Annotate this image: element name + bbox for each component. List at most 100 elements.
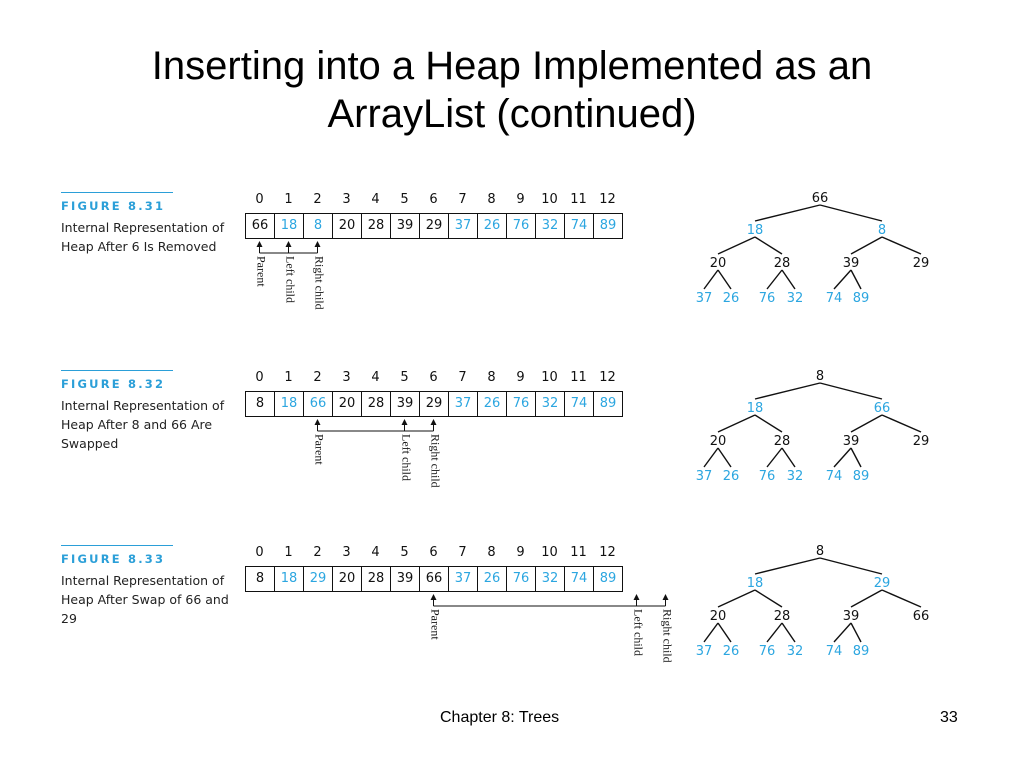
array-cell: 89 [599, 218, 617, 233]
tree-edge [754, 589, 783, 608]
tree-edge [881, 236, 922, 255]
array-index: 5 [400, 192, 409, 207]
tree-node: 66 [874, 401, 891, 416]
pointer-label: Right child [312, 256, 327, 310]
pointer-arrowhead [314, 241, 321, 247]
array-index: 11 [570, 192, 587, 207]
array-cell: 37 [449, 392, 478, 416]
array-index: 12 [599, 192, 616, 207]
array-index: 1 [284, 192, 293, 207]
array-cell: 89 [599, 571, 617, 586]
array-index: 4 [371, 370, 380, 385]
figure-caption: Internal Representation of Heap After 6 … [61, 220, 225, 254]
tree-node: 74 [826, 469, 843, 484]
array-index: 8 [487, 370, 496, 385]
tree-node: 76 [759, 469, 776, 484]
array-cell: 18 [275, 392, 304, 416]
tree-node: 37 [696, 291, 713, 306]
tree-edge [717, 414, 756, 433]
array-index: 2 [313, 370, 322, 385]
title-line-2: ArrayList (continued) [327, 92, 697, 136]
array-cell: 76 [507, 392, 536, 416]
tree-edge [819, 382, 883, 400]
figure-8-33: FIGURE 8.33 Internal Representation of H… [0, 544, 1024, 715]
pointer-arrowhead [430, 419, 437, 425]
array-cell: 66 [246, 214, 275, 238]
array-index: 2 [313, 192, 322, 207]
tree-node: 66 [913, 609, 930, 624]
array-cell: 74 [565, 214, 594, 238]
array-index: 11 [570, 370, 587, 385]
tree-node: 20 [710, 609, 727, 624]
tree-node: 76 [759, 644, 776, 659]
tree-edge [850, 589, 883, 608]
tree-node: 18 [747, 223, 764, 238]
tree-edge [754, 204, 821, 222]
array-index: 9 [516, 545, 525, 560]
array-index: 10 [541, 192, 558, 207]
tree-node: 26 [723, 291, 740, 306]
array-index: 3 [342, 192, 351, 207]
array-index: 6 [429, 192, 438, 207]
pointer-arrowhead [256, 241, 263, 247]
array-index: 7 [458, 545, 467, 560]
tree-edge [850, 414, 883, 433]
tree-node: 28 [774, 256, 791, 271]
array-cell: 28 [362, 567, 391, 591]
pointer-arrows [314, 419, 437, 432]
tree-edge [781, 269, 796, 290]
array-cell: 89 [599, 396, 617, 411]
pointer-label: Parent [312, 434, 327, 465]
array-cell: 18 [275, 567, 304, 591]
array-index: 3 [342, 370, 351, 385]
tree-edge [781, 622, 796, 643]
tree-node: 29 [913, 256, 930, 271]
array-cell: 29 [420, 214, 449, 238]
array-cell: 18 [275, 214, 304, 238]
tree-node: 74 [826, 644, 843, 659]
tree-edge [754, 557, 821, 575]
array-cell: 66 [304, 392, 333, 416]
pointer-label: Parent [254, 256, 269, 287]
figure-8-32: FIGURE 8.32 Internal Representation of H… [0, 369, 1024, 540]
tree-edge [850, 447, 862, 468]
array-cell: 20 [333, 392, 362, 416]
array-index: 10 [541, 545, 558, 560]
array-index: 6 [429, 545, 438, 560]
pointer-label: Right child [428, 434, 443, 488]
tree-node: 39 [843, 434, 860, 449]
array-cell: 8 [246, 567, 275, 591]
array-index: 0 [255, 370, 264, 385]
tree-edge [717, 589, 756, 608]
pointer-arrowhead [314, 419, 321, 425]
array-index: 9 [516, 192, 525, 207]
tree-node: 26 [723, 469, 740, 484]
array-cell: 76 [507, 214, 536, 238]
array-cell: 74 [565, 567, 594, 591]
array-index: 2 [313, 545, 322, 560]
array-cell: 29 [304, 567, 333, 591]
tree-node: 39 [843, 609, 860, 624]
tree-edge [850, 269, 862, 290]
tree-node: 37 [696, 469, 713, 484]
tree-edge [703, 622, 719, 643]
array-index: 5 [400, 545, 409, 560]
figure-8-31: FIGURE 8.31 Internal Representation of H… [0, 191, 1024, 362]
tree-edge [819, 557, 883, 575]
tree-edge [703, 447, 719, 468]
array-index: 7 [458, 192, 467, 207]
tree-edge [717, 447, 732, 468]
tree-node: 28 [774, 609, 791, 624]
pointer-arrowhead [662, 594, 669, 600]
array-cell: 39 [391, 392, 420, 416]
tree-edge [766, 269, 783, 290]
array-index: 3 [342, 545, 351, 560]
array-cell: 8 [246, 392, 275, 416]
array-cell: 20 [333, 214, 362, 238]
figure-rule [61, 545, 173, 546]
tree-node: 66 [812, 191, 829, 206]
pointer-arrows [256, 241, 321, 254]
pointer-arrowhead [285, 241, 292, 247]
